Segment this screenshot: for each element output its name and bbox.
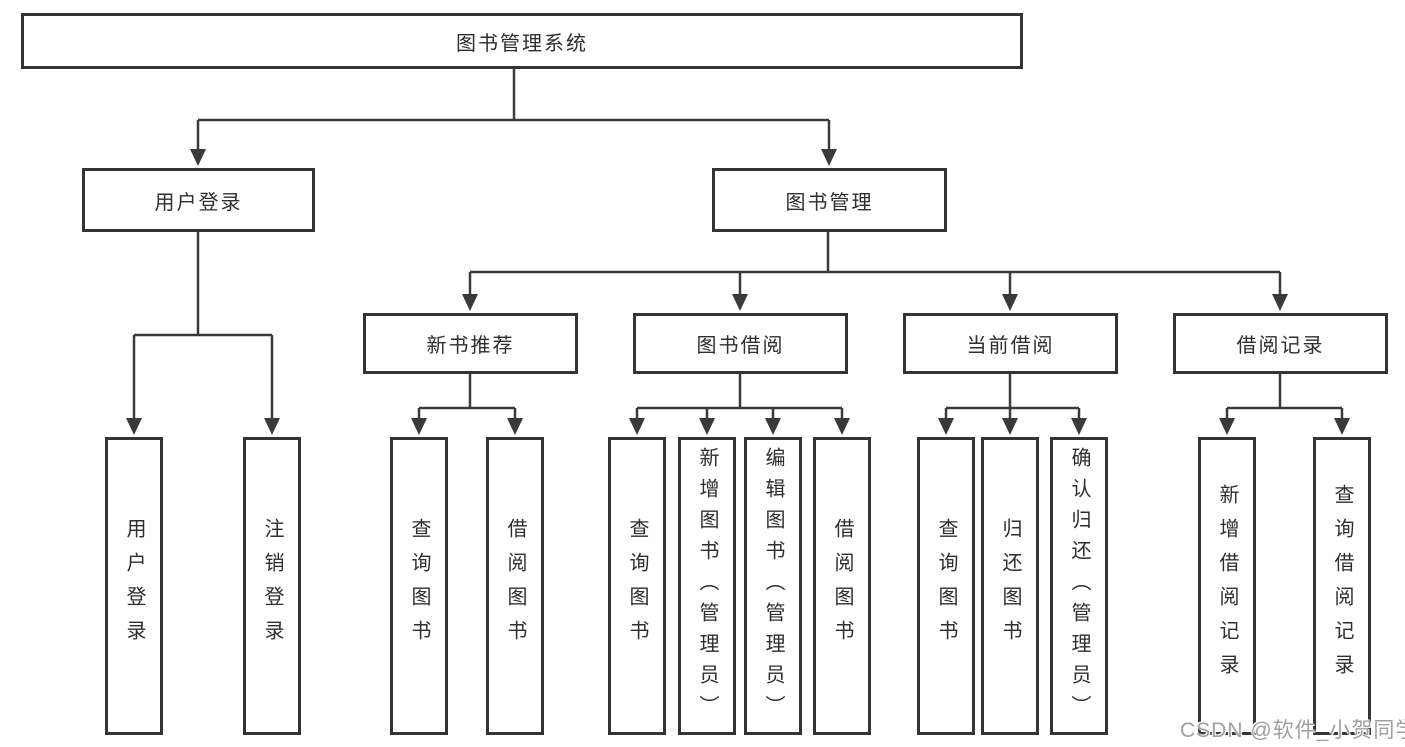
node-label: 图书管理系统 bbox=[456, 32, 588, 55]
leaf-return-books: 归还图书 bbox=[981, 437, 1039, 735]
node-label: 借阅记录 bbox=[1236, 335, 1325, 357]
leaf-edit-books-admin: 编辑图书（管理员） bbox=[744, 437, 802, 735]
leaf-add-books-admin: 新增图书（管理员） bbox=[678, 437, 736, 735]
node-book-borrowing: 图书借阅 bbox=[633, 313, 848, 374]
node-label: 新增图书（管理员） bbox=[696, 446, 718, 726]
node-label: 图书管理 bbox=[785, 191, 874, 214]
node-label: 新书推荐 bbox=[426, 335, 515, 357]
node-label: 查询图书 bbox=[408, 518, 430, 654]
node-label: 查询图书 bbox=[935, 518, 957, 654]
arrow-down-icons bbox=[126, 149, 1350, 435]
node-label: 图书借阅 bbox=[696, 335, 785, 357]
leaf-query-borrow-record: 查询借阅记录 bbox=[1313, 437, 1371, 735]
node-new-book-recommendation: 新书推荐 bbox=[363, 313, 578, 374]
leaf-user-login: 用户登录 bbox=[105, 437, 163, 735]
node-library-management-system: 图书管理系统 bbox=[21, 13, 1023, 69]
node-label: 用户登录 bbox=[154, 191, 243, 214]
node-label: 确认归还（管理员） bbox=[1068, 446, 1090, 726]
node-label: 借阅图书 bbox=[504, 518, 526, 654]
leaf-logout: 注销登录 bbox=[243, 437, 301, 735]
connector-paths bbox=[132, 69, 1344, 420]
leaf-query-books-borrow: 查询图书 bbox=[608, 437, 666, 735]
node-label: 新增借阅记录 bbox=[1216, 484, 1238, 688]
node-label: 查询借阅记录 bbox=[1331, 484, 1353, 688]
node-label: 当前借阅 bbox=[966, 335, 1055, 357]
node-label: 注销登录 bbox=[261, 518, 283, 654]
node-current-borrowing: 当前借阅 bbox=[903, 313, 1118, 374]
node-borrowing-records: 借阅记录 bbox=[1173, 313, 1388, 374]
node-label: 查询图书 bbox=[626, 518, 648, 654]
node-label: 编辑图书（管理员） bbox=[762, 446, 784, 726]
node-label: 用户登录 bbox=[123, 518, 145, 654]
leaf-borrow-books: 借阅图书 bbox=[813, 437, 871, 735]
leaf-confirm-return-admin: 确认归还（管理员） bbox=[1050, 437, 1108, 735]
leaf-borrow-books-recommend: 借阅图书 bbox=[486, 437, 544, 735]
leaf-query-books-current: 查询图书 bbox=[917, 437, 975, 735]
node-user-login: 用户登录 bbox=[82, 168, 315, 232]
leaf-add-borrow-record: 新增借阅记录 bbox=[1198, 437, 1256, 735]
node-label: 借阅图书 bbox=[831, 518, 853, 654]
leaf-query-books-recommend: 查询图书 bbox=[390, 437, 448, 735]
node-book-management: 图书管理 bbox=[712, 168, 947, 232]
csdn-watermark: CSDN @软件_小贺同学 bbox=[1180, 719, 1405, 742]
node-label: 归还图书 bbox=[999, 518, 1021, 654]
